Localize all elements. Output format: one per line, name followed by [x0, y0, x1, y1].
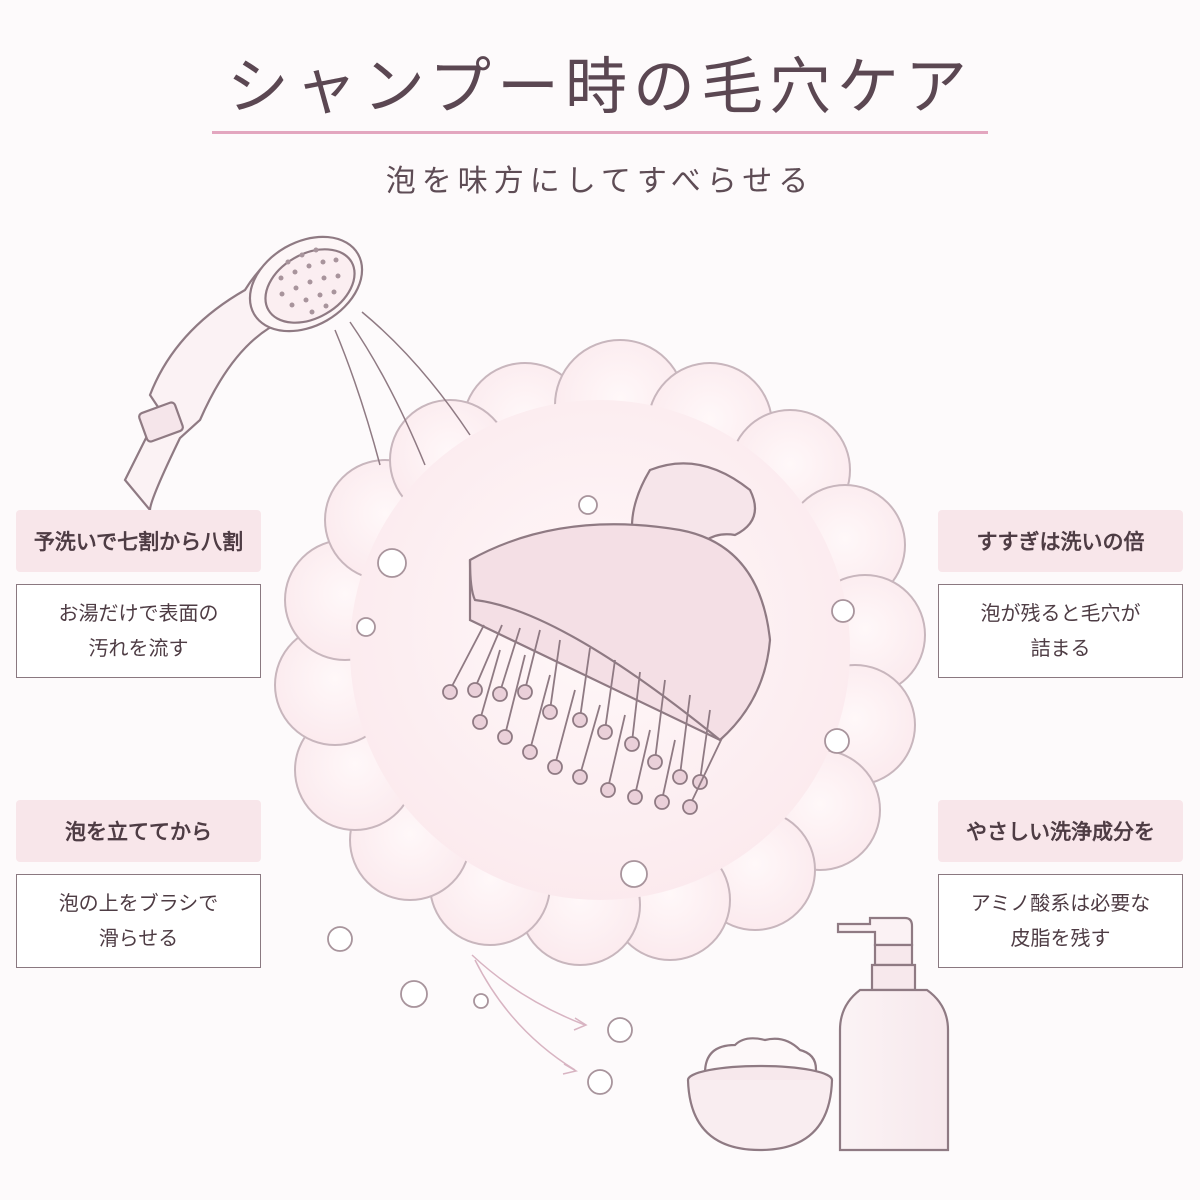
water-spray	[334, 311, 471, 466]
card-text-line: 詰まる	[1030, 636, 1091, 660]
motion-arrows	[471, 954, 588, 1075]
page-subtitle: 泡を味方にしてすべらせる	[385, 164, 815, 199]
foam-bowl-icon	[686, 1037, 834, 1152]
card-text-line: 泡が残ると毛穴が	[980, 601, 1141, 625]
card-body: 泡の上をブラシで 滑らせる	[16, 874, 261, 968]
card-heading: すすぎは洗いの倍	[938, 510, 1183, 572]
card-heading: 予洗いで七割から八割	[16, 510, 261, 572]
title-divider	[212, 131, 988, 134]
card-lather: 泡を立ててから 泡の上をブラシで 滑らせる	[16, 800, 261, 968]
card-text-line: お湯だけで表面の	[58, 601, 219, 625]
card-text-line: アミノ酸系は必要な	[970, 891, 1151, 915]
card-text-line: 泡の上をブラシで	[58, 891, 219, 915]
scalp-brush-icon	[442, 462, 772, 815]
card-text-line: 汚れを流す	[88, 636, 189, 660]
card-rinse: すすぎは洗いの倍 泡が残ると毛穴が 詰まる	[938, 510, 1183, 678]
page-title: シャンプー時の毛穴ケア	[226, 50, 974, 123]
card-body: お湯だけで表面の 汚れを流す	[16, 584, 261, 678]
card-body: 泡が残ると毛穴が 詰まる	[938, 584, 1183, 678]
bubbles	[327, 495, 855, 1095]
card-heading: 泡を立ててから	[16, 800, 261, 862]
card-body: アミノ酸系は必要な 皮脂を残す	[938, 874, 1183, 968]
shower-head-icon	[123, 235, 364, 514]
card-text-line: 皮脂を残す	[1010, 926, 1111, 950]
card-prewash: 予洗いで七割から八割 お湯だけで表面の 汚れを流す	[16, 510, 261, 678]
pump-bottle-icon	[836, 916, 950, 1152]
card-gentle-cleanser: やさしい洗浄成分を アミノ酸系は必要な 皮脂を残す	[938, 800, 1183, 968]
card-heading: やさしい洗浄成分を	[938, 800, 1183, 862]
card-text-line: 滑らせる	[98, 926, 179, 950]
